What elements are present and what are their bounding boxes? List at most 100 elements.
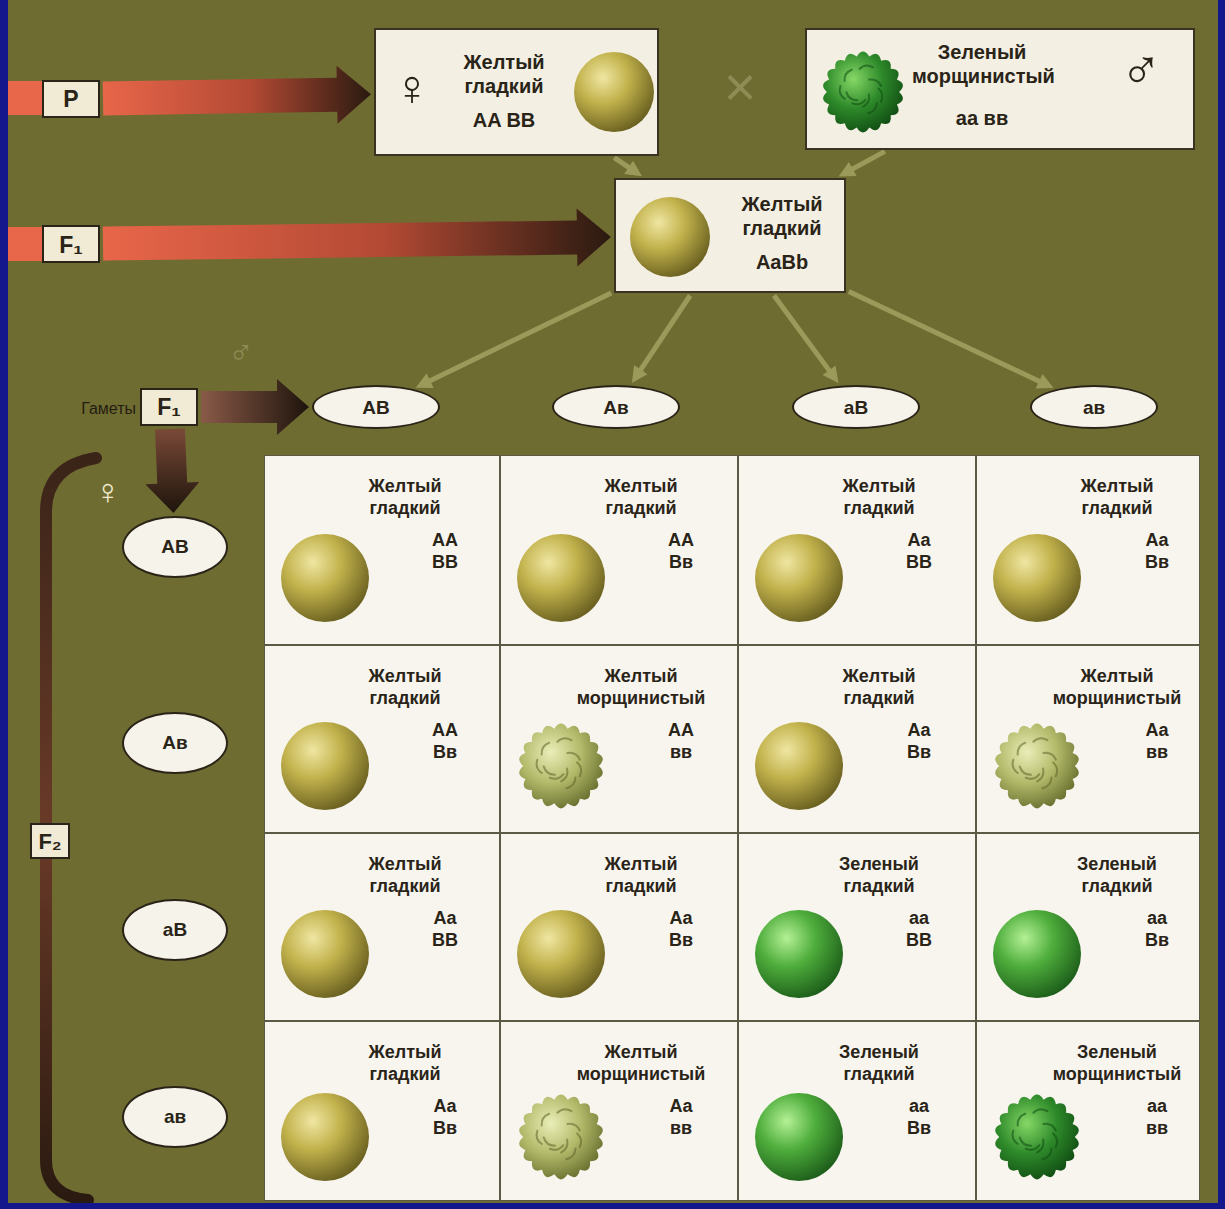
male-gamete: aв (1030, 385, 1158, 429)
pea-wrinkle (1033, 1109, 1047, 1112)
female-gamete: Aв (122, 712, 228, 774)
female-sign: ♀ (88, 472, 128, 512)
node-layer: P ♀ Желтый гладкий AA BB Зеленый морщинистый… (8, 0, 1218, 1203)
pea-wrinkled (995, 724, 1079, 809)
node-text: Желтый морщинистый (571, 666, 711, 709)
pea-wrinkle (542, 743, 550, 755)
pea-wrinkle (878, 89, 882, 102)
punnett-cell: Желтый гладкий AA Bв (500, 455, 738, 645)
node-text: aa вв (1137, 1096, 1177, 1139)
node-text: AA вв (661, 720, 701, 763)
pea-wrinkle (577, 763, 581, 777)
node-text: Желтый гладкий (1047, 476, 1187, 519)
node-text: Желтый гладкий (809, 476, 949, 519)
pea-smooth (755, 534, 843, 622)
node-text: ♂ (1103, 36, 1179, 103)
node-text: Желтый гладкий (335, 1042, 475, 1085)
node-text: Желтый морщинистый (571, 1042, 711, 1085)
punnett-cell: Желтый гладкий Aa Bв (500, 833, 738, 1021)
punnett-cell: Желтый морщинистый Aa вв (976, 645, 1200, 833)
node-text: Желтый гладкий (571, 476, 711, 519)
node-text: AA Bв (425, 720, 465, 763)
pea-smooth (574, 52, 654, 132)
generation-tag: F₂ (30, 823, 70, 859)
node-text: aa Bв (1137, 908, 1177, 951)
node-text: AaBb (722, 250, 842, 274)
pea-wrinkle (868, 103, 877, 113)
olive-ground: P ♀ Желтый гладкий AA BB Зеленый морщинистый… (8, 0, 1218, 1203)
pea-wrinkle (1018, 743, 1026, 755)
hybrid-box: Желтый гладкийAaBb (614, 178, 846, 293)
pea-wrinkled (519, 724, 603, 809)
punnett-cell: Желтый гладкий AA Bв (264, 645, 500, 833)
pea-wrinkle (1042, 1149, 1051, 1160)
node-text: Зеленый морщинистый (912, 40, 1052, 88)
pea-smooth (630, 197, 710, 277)
generation-tag: F₁ (42, 225, 100, 263)
pea-wrinkled (823, 52, 903, 133)
punnett-cell: Желтый гладкий Aa Bв (738, 645, 976, 833)
female-gamete: aB (122, 899, 228, 961)
pea-wrinkle (568, 1124, 580, 1131)
parent-box: Зеленый морщинистый aa вв ♂ (805, 28, 1195, 150)
punnett-cell: Желтый гладкий Aa BB (738, 455, 976, 645)
arrow-tail (8, 227, 44, 261)
pea-wrinkle (568, 753, 580, 760)
pea-wrinkle (1020, 766, 1031, 774)
pea-wrinkle (544, 1137, 555, 1145)
node-text: aa вв (912, 106, 1052, 130)
pea-smooth (755, 722, 843, 810)
node-text: Aa BB (899, 530, 939, 573)
thin-arrow (416, 291, 613, 388)
male-sign: ♂ (220, 334, 262, 371)
node-text: Желтый гладкий (571, 854, 711, 897)
wide-arrow (201, 379, 309, 435)
pea-wrinkle (1033, 738, 1047, 741)
node-text: Aa вв (661, 1096, 701, 1139)
node-text: F₁ (142, 394, 196, 422)
pea-wrinkled (519, 1095, 603, 1180)
node-text: F₁ (44, 232, 98, 260)
node-text: AA Bв (661, 530, 701, 573)
punnett-cell: Зеленый морщинистыйaa вв (976, 1021, 1200, 1201)
pea-smooth (281, 534, 369, 622)
thin-arrow (772, 294, 839, 383)
punnett-cell: Желтый морщинистый Aa вв (500, 1021, 738, 1201)
pea-wrinkle (860, 66, 873, 69)
punnett-cell: Желтый гладкийAa Bв (976, 455, 1200, 645)
node-text: Желтый гладкий (722, 192, 842, 240)
node-text: AA BB (442, 108, 566, 132)
pea-wrinkle (840, 86, 845, 99)
node-text: Желтый гладкий (809, 666, 949, 709)
node-text: Aa Bв (661, 908, 701, 951)
node-text: Зеленый гладкий (809, 1042, 949, 1085)
node-text: Aa вв (1137, 720, 1177, 763)
node-text: Aa Bв (425, 1096, 465, 1139)
node-text: AA BB (425, 530, 465, 573)
node-text: aa Bв (899, 1096, 939, 1139)
pea-wrinkle (1013, 1131, 1018, 1144)
pea-smooth (281, 1093, 369, 1181)
pea-smooth (517, 534, 605, 622)
wide-arrow (145, 428, 199, 513)
thin-arrow (848, 289, 1054, 388)
pea-smooth (993, 910, 1081, 998)
pea-wrinkled (995, 1095, 1079, 1180)
punnett-cell: Желтый морщинистый AA вв (500, 645, 738, 833)
punnett-cell: Зеленый гладкий aa Bв (976, 833, 1200, 1021)
node-text: P (44, 86, 98, 114)
pea-wrinkle (566, 1149, 575, 1160)
pea-wrinkle (1018, 1114, 1026, 1126)
node-text: Желтый гладкий (335, 666, 475, 709)
node-text: Aa BB (425, 908, 465, 951)
punnett-cell: Желтый гладкий Aa Bв (264, 1021, 500, 1201)
thin-arrow (613, 156, 642, 177)
pea-wrinkle (869, 79, 881, 86)
node-text: Желтый морщинистый (1047, 666, 1187, 709)
node-text: Aв (554, 397, 678, 420)
female-gamete: aв (122, 1086, 228, 1148)
node-text: F₂ (32, 829, 68, 855)
node-text: Зеленый гладкий (1047, 854, 1187, 897)
node-text: Aa Bв (899, 720, 939, 763)
pea-wrinkle (557, 1109, 571, 1112)
